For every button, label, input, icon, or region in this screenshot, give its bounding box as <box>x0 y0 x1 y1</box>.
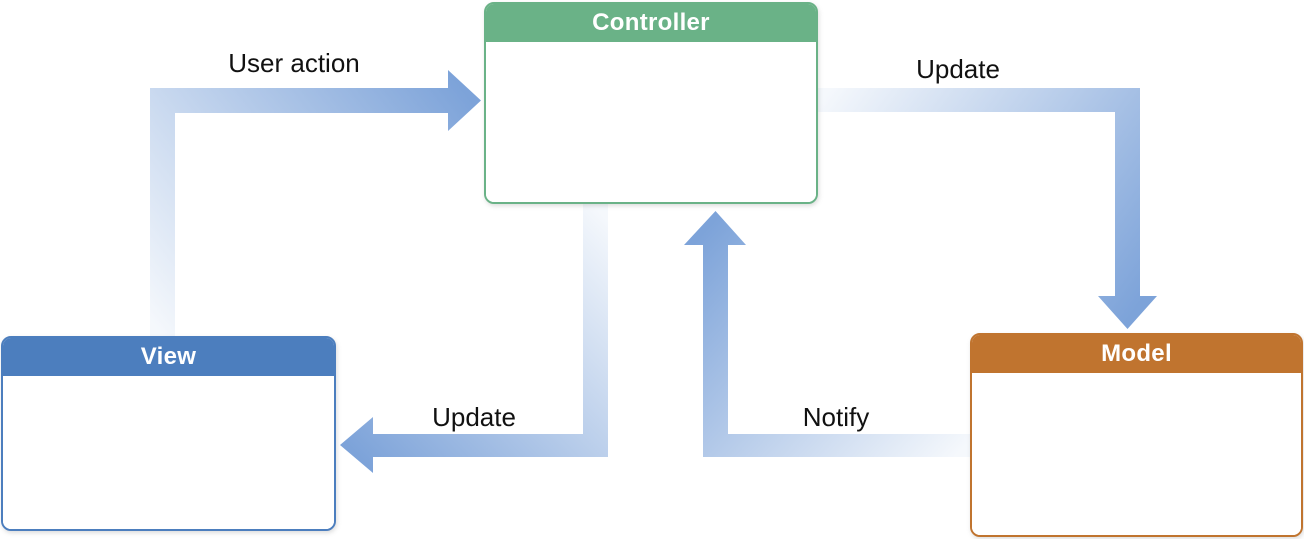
node-controller-body <box>486 42 816 202</box>
node-controller-header: Controller <box>486 4 816 42</box>
arrow-update-model <box>818 88 1157 329</box>
node-view: View <box>1 336 336 531</box>
arrow-notify <box>684 211 970 457</box>
node-model-header: Model <box>972 335 1301 373</box>
node-model: Model <box>970 333 1303 537</box>
node-controller-title: Controller <box>592 9 710 36</box>
node-view-title: View <box>140 343 197 370</box>
node-model-title: Model <box>1101 340 1172 367</box>
arrow-user-action <box>150 70 481 336</box>
edge-label-update-model: Update <box>916 54 1000 84</box>
node-model-body <box>972 373 1301 535</box>
edge-label-user-action: User action <box>228 48 360 78</box>
node-controller: Controller <box>484 2 818 204</box>
node-view-body <box>3 376 334 529</box>
edge-label-notify: Notify <box>802 402 870 432</box>
arrow-update-view <box>340 204 608 473</box>
edge-label-update-view: Update <box>432 402 516 432</box>
node-view-header: View <box>3 338 334 376</box>
